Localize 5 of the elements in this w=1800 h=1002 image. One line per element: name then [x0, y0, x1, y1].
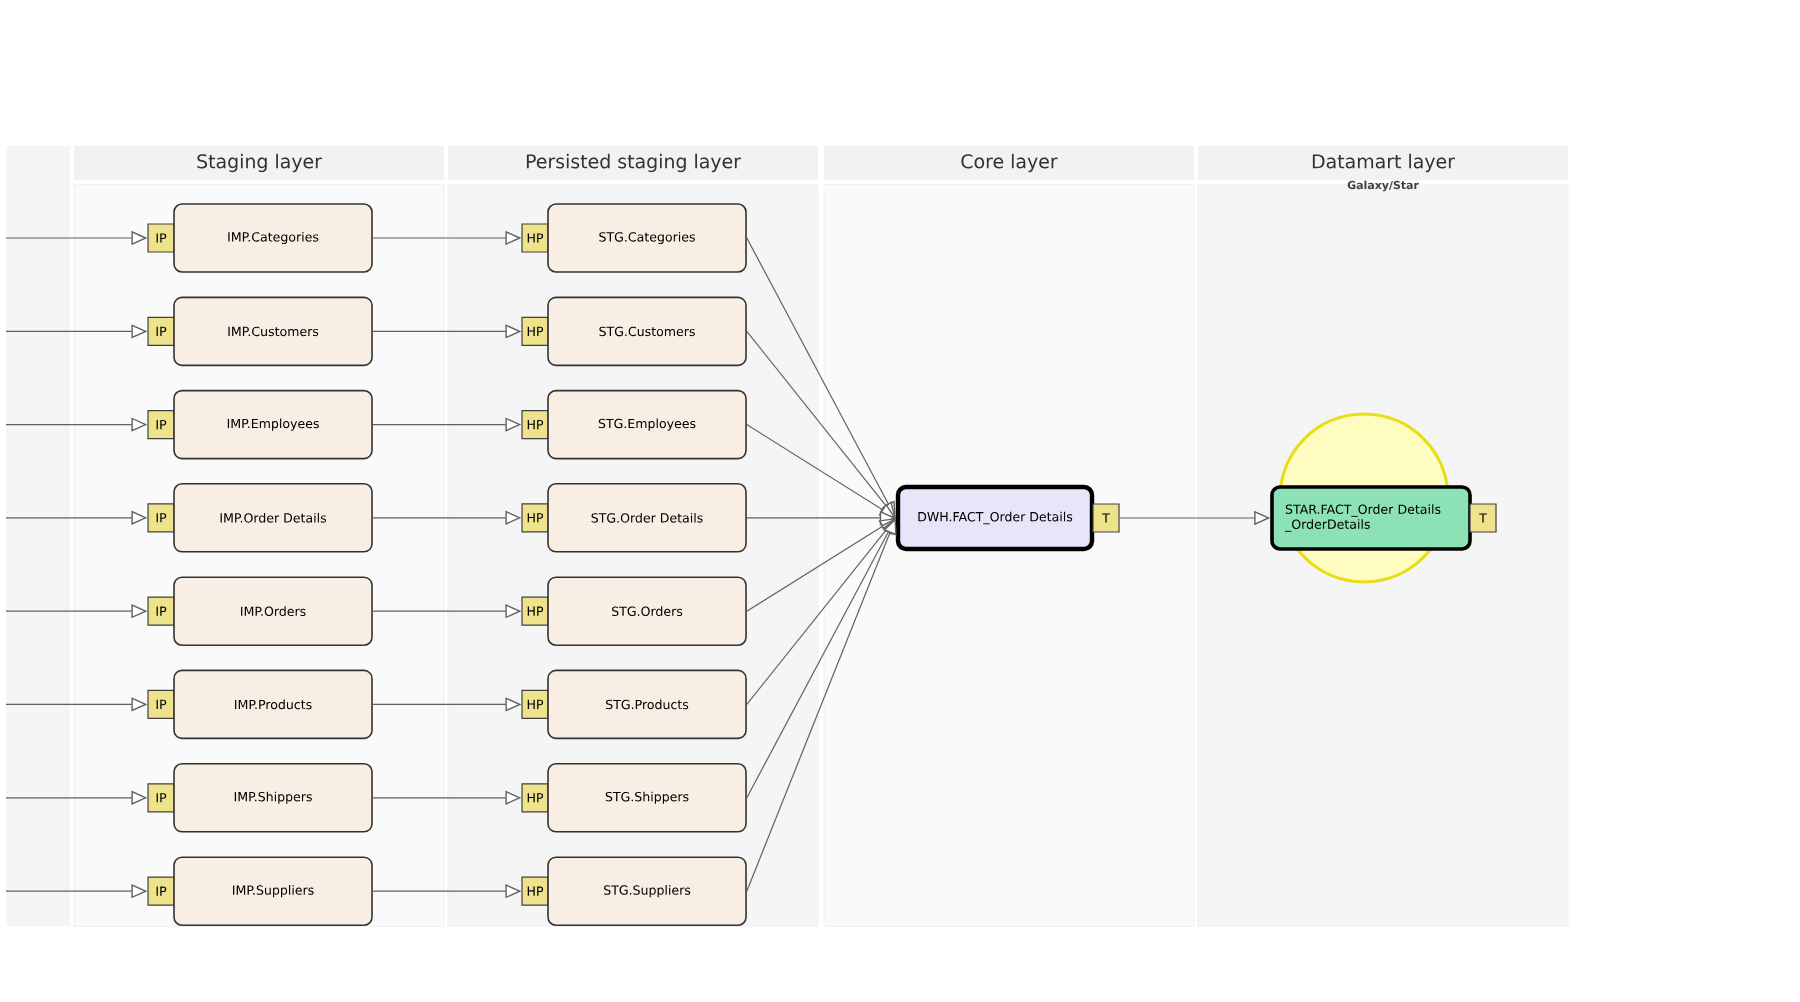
node-label: Persisted staging layer [526, 153, 741, 173]
node-label: Datamart layer [1312, 153, 1455, 173]
node-label: Core layer [961, 153, 1058, 173]
node-label: Staging layer [197, 153, 322, 173]
arrow [746, 518, 897, 892]
